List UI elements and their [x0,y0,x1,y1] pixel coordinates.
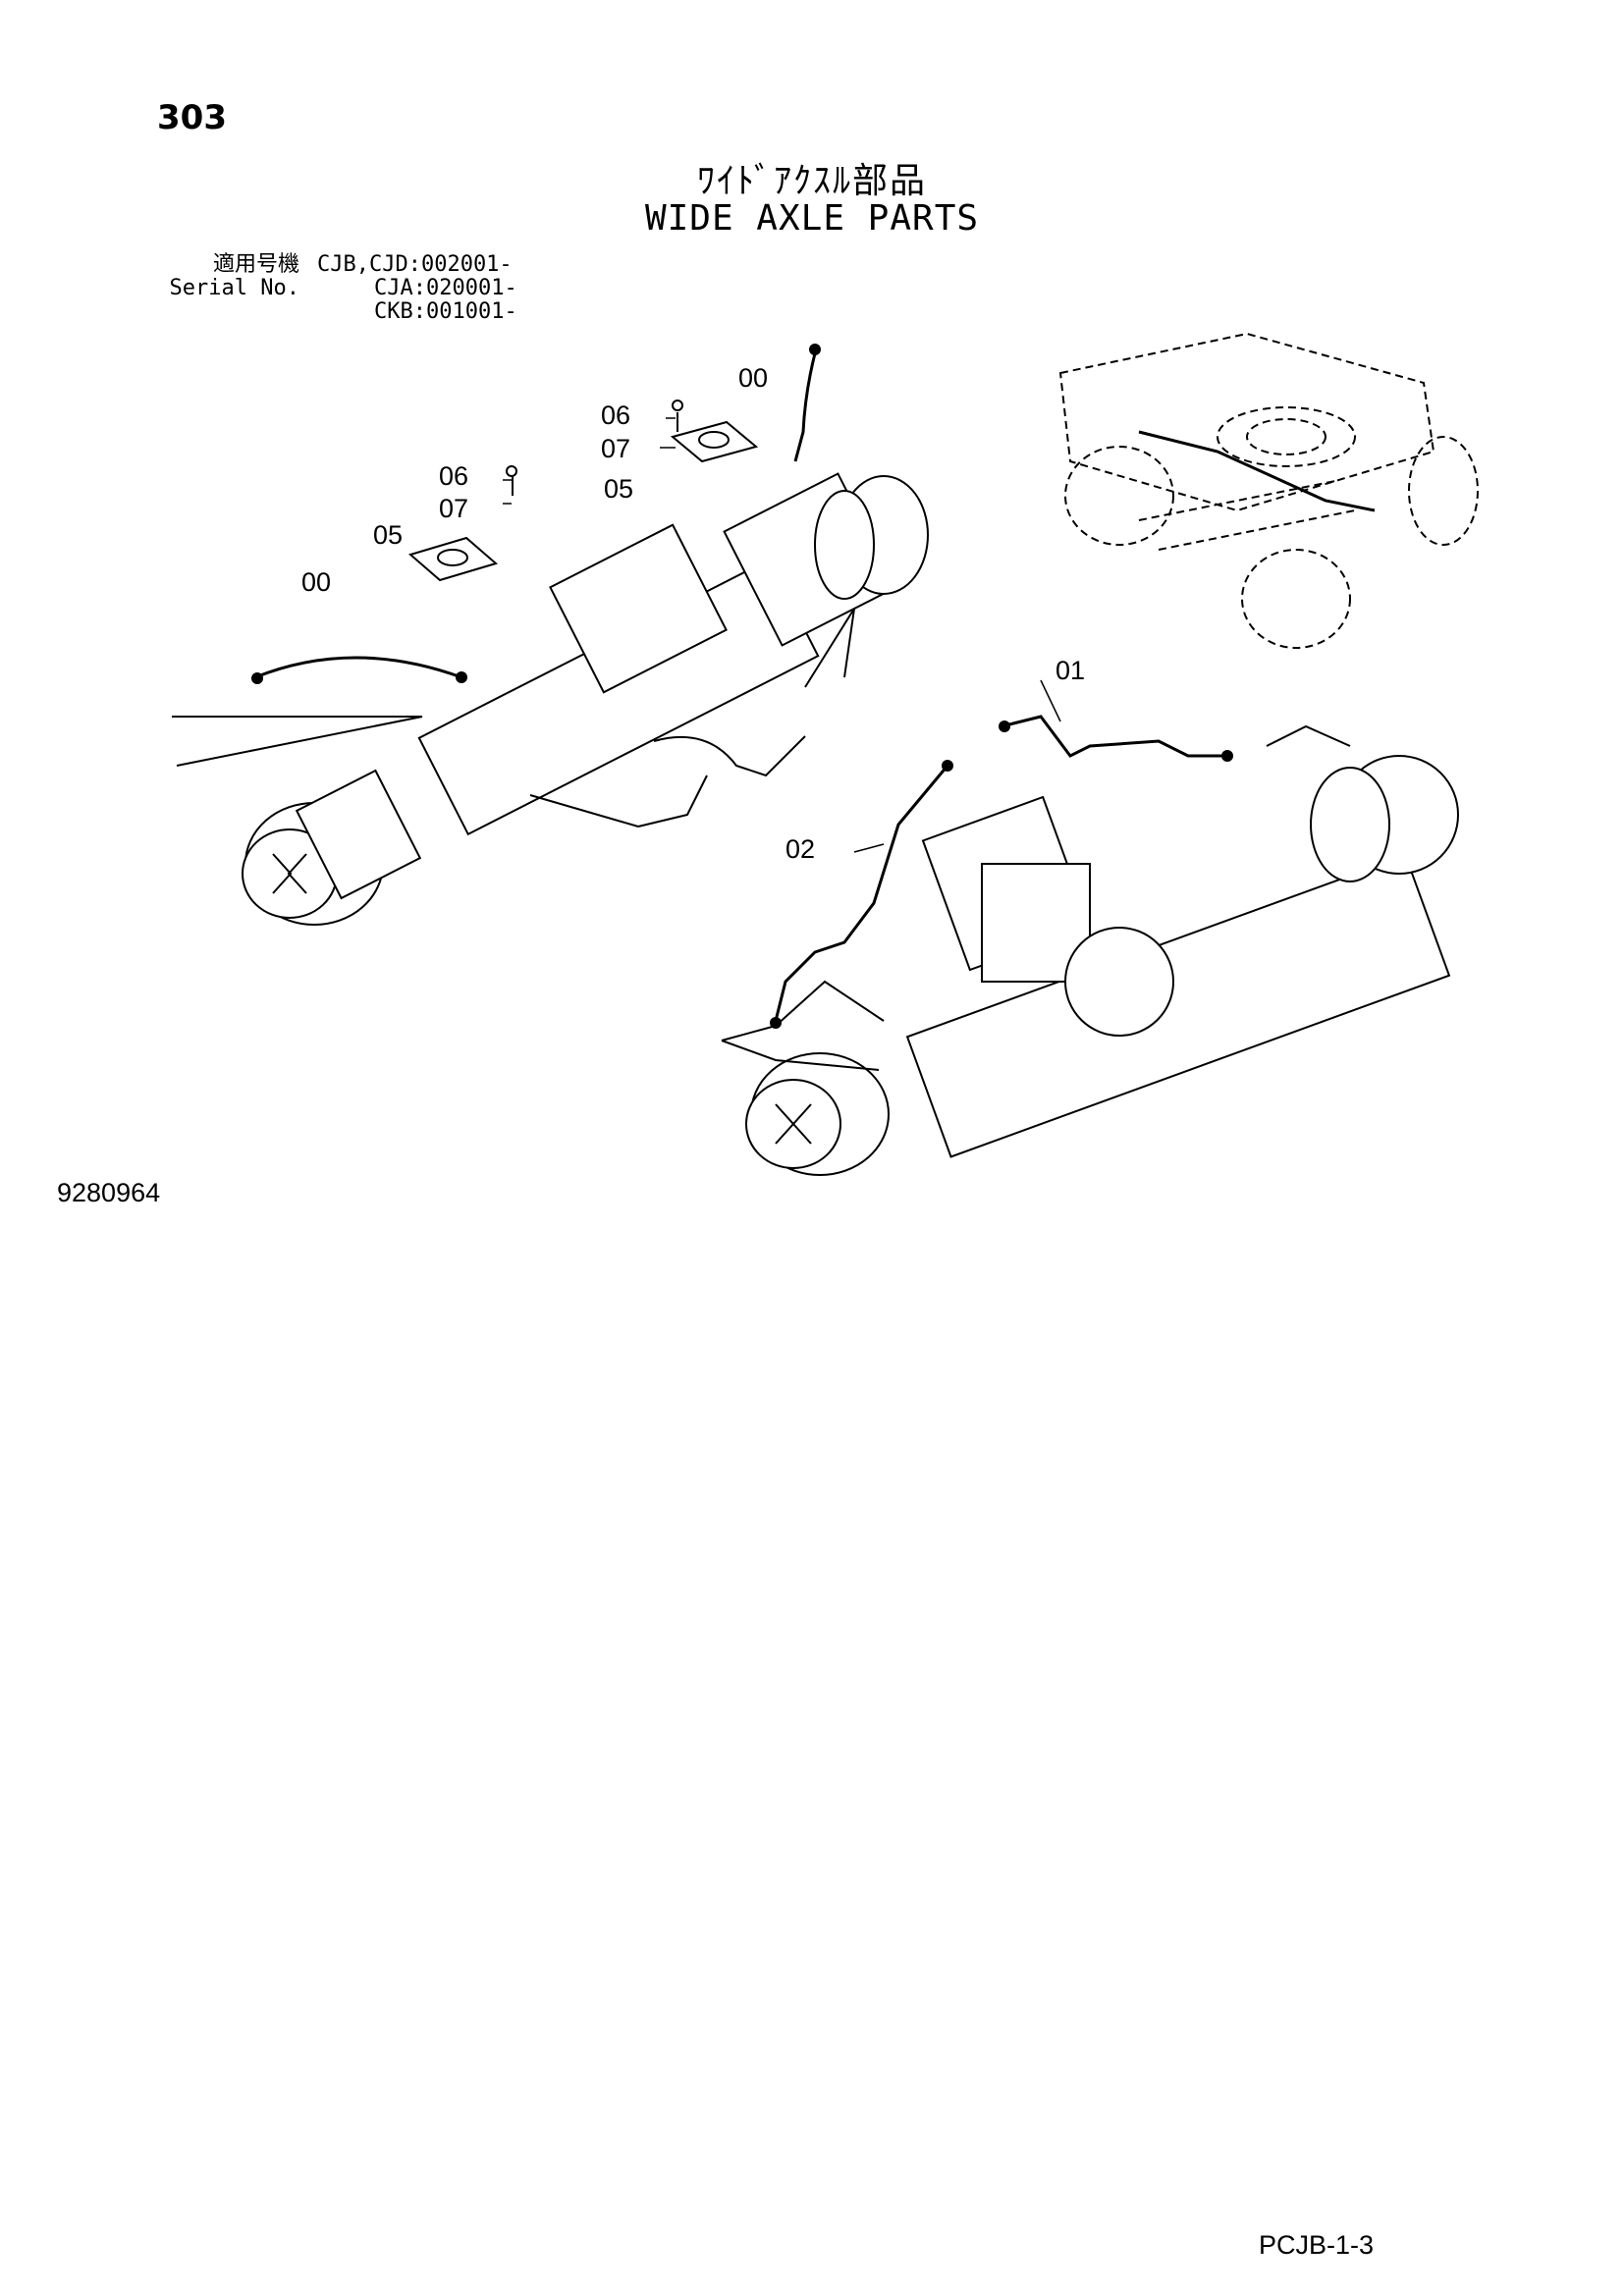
callout-07-right: 07 [601,434,631,463]
callout-01: 01 [1056,656,1086,685]
serial-label-en: Serial No. [169,276,299,300]
serial-line-2: CJA:020001- [374,276,517,300]
serial-line-1: CJB,CJD:002001- [317,252,513,277]
page-code: PCJB-1-3 [1259,2230,1375,2260]
callout-02: 02 [785,834,816,864]
title-english: WIDE AXLE PARTS [644,198,980,239]
rear-axle-drawing [721,715,1459,1176]
callout-06-right: 06 [601,400,631,430]
callout-07-left: 07 [439,494,469,523]
callout-05-right: 05 [604,474,634,504]
figure-number: 9280964 [57,1178,161,1207]
page-number: 303 [157,98,227,137]
callout-00-top: 00 [738,363,769,393]
callout-06-left: 06 [439,461,469,491]
title-japanese: ﾜｲﾄﾞｱｸｽﾙ部品 [696,161,927,201]
callout-05-left: 05 [373,520,404,550]
serial-block: 適用号機 CJB,CJD:002001- Serial No. CJA:0200… [152,253,517,324]
front-axle-drawing [172,344,929,926]
machine-overview [1058,332,1479,649]
callout-00-left: 00 [301,567,332,597]
serial-label-jp: 適用号機 [212,252,299,277]
leader-lines [503,417,1061,853]
serial-line-3: CKB:001001- [374,299,517,324]
